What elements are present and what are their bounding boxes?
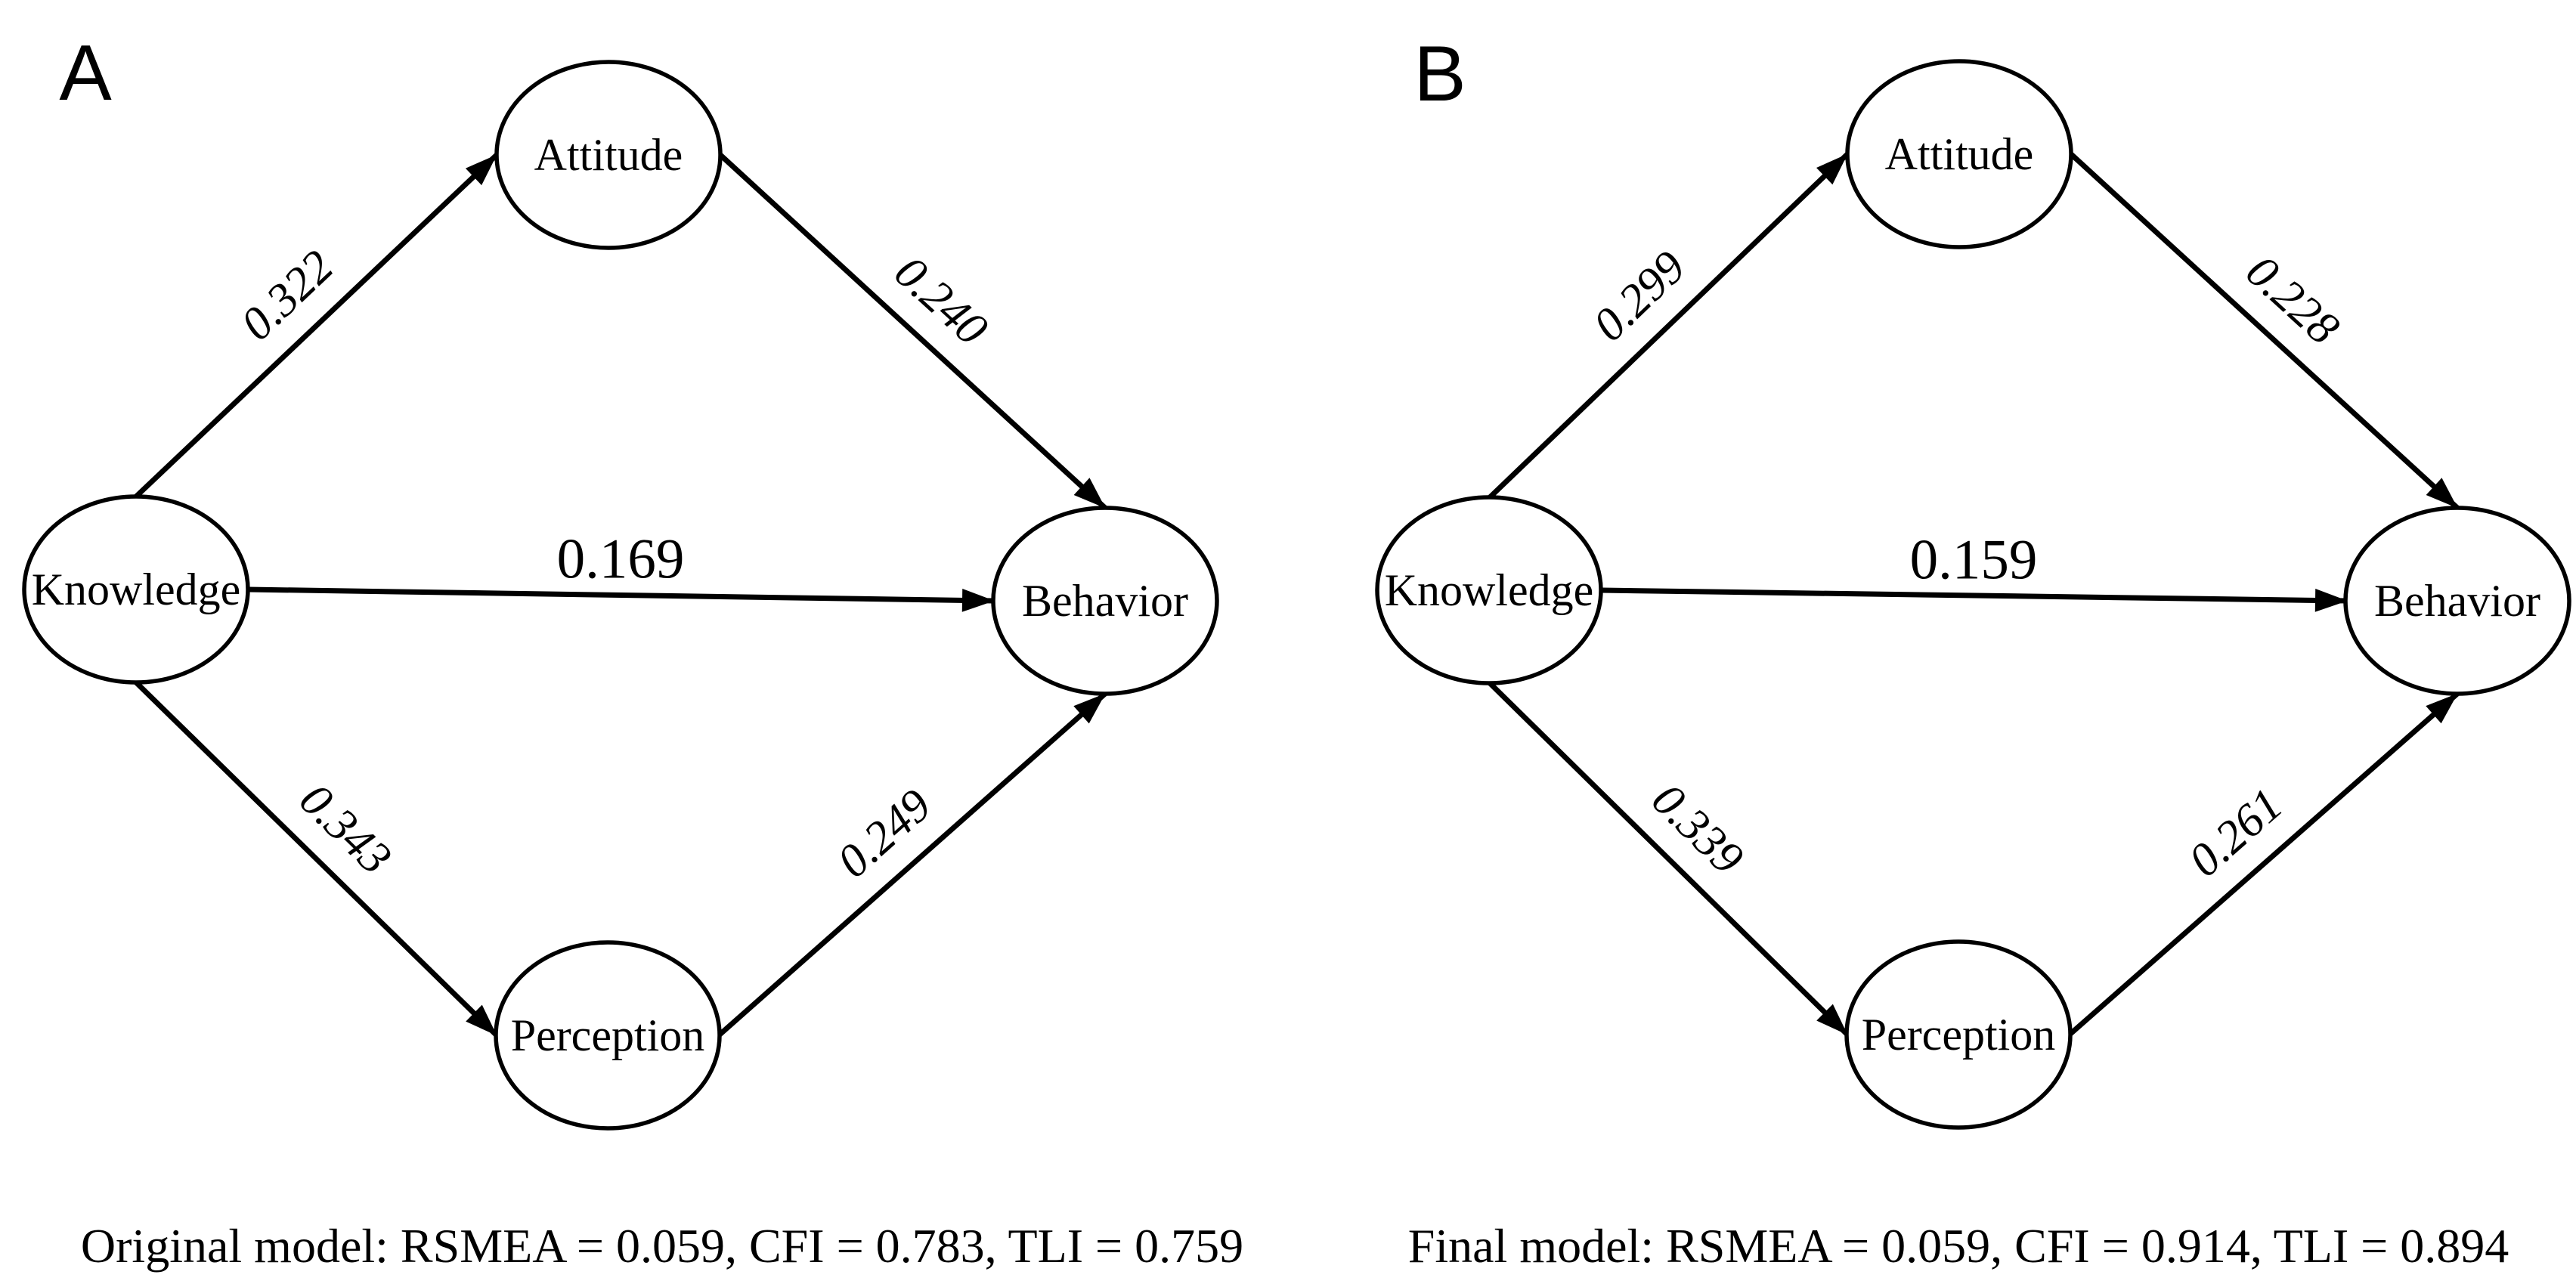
panel-b-caption: Final model: RSMEA = 0.059, CFI = 0.914,… [1408,1219,2509,1273]
panel-b: B 0.299 0.228 0.159 0.339 0.261 Attitude… [1375,30,2571,1273]
node-a-knowledge-label: Knowledge [32,565,241,614]
path-arrow-a-knowledge-perception [134,680,499,1038]
node-a-perception-label: Perception [511,1010,705,1060]
path-arrow-b-knowledge-attitude [1487,152,1850,500]
node-b-attitude-label: Attitude [1885,129,2034,179]
node-b-perception-label: Perception [1862,1010,2056,1060]
node-b-perception [1844,939,2073,1130]
path-arrow-b-perception-behavior [2067,691,2460,1037]
coef-b-knowledge-perception: 0.339 [1642,774,1753,884]
path-arrow-a-knowledge-behavior [247,586,995,612]
coef-b-perception-behavior: 0.261 [2179,778,2293,886]
coef-b-knowledge-behavior: 0.159 [1910,529,2038,592]
panel-b-letter: B [1413,30,1466,118]
path-arrow-a-attitude-behavior [718,153,1107,510]
node-a-attitude-label: Attitude [534,130,683,180]
coef-b-knowledge-attitude: 0.299 [1584,241,1695,351]
coef-a-attitude-behavior: 0.240 [885,246,998,355]
node-b-knowledge [1375,495,1603,685]
node-a-knowledge [22,494,250,685]
node-b-behavior-label: Behavior [2374,576,2540,626]
node-b-attitude [1845,59,2073,249]
coef-a-knowledge-perception: 0.343 [289,774,401,884]
node-b-knowledge-label: Knowledge [1385,565,1594,615]
coef-b-attitude-behavior: 0.228 [2237,246,2349,354]
node-a-behavior [991,506,1219,696]
coef-a-perception-behavior: 0.249 [828,779,941,887]
panel-a: A 0.322 0.240 0.169 0.343 0.249 Attitude… [22,29,1243,1273]
node-a-attitude [494,60,723,250]
coef-a-knowledge-attitude: 0.322 [231,240,343,350]
path-arrow-a-knowledge-attitude [134,153,499,499]
node-b-behavior [2343,506,2571,696]
node-a-perception [494,940,722,1131]
node-a-behavior-label: Behavior [1022,576,1188,626]
path-arrow-a-perception-behavior [717,691,1107,1038]
panel-a-letter: A [59,29,112,117]
path-arrow-b-knowledge-behavior [1600,587,2348,612]
panel-a-caption: Original model: RSMEA = 0.059, CFI = 0.7… [81,1219,1243,1273]
path-arrow-b-knowledge-perception [1487,680,1850,1037]
coef-a-knowledge-behavior: 0.169 [557,528,685,591]
path-arrow-b-attitude-behavior [2069,152,2460,510]
